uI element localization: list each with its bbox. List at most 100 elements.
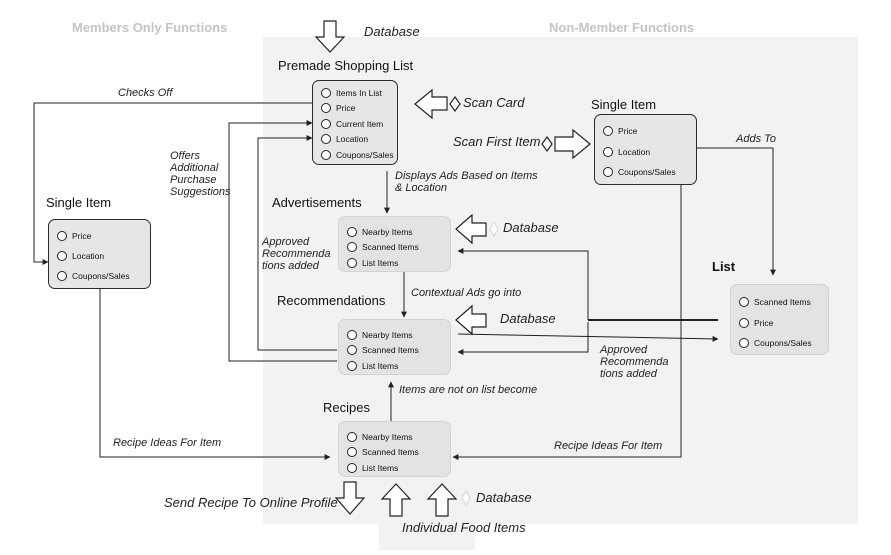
- list-option[interactable]: Coupons/Sales: [739, 333, 812, 354]
- single-item-left-option[interactable]: Price: [57, 226, 130, 246]
- list-box: Scanned Items Price Coupons/Sales: [730, 284, 829, 355]
- database-ads-label: Database: [503, 220, 559, 235]
- premade-list-option[interactable]: Items In List: [321, 85, 394, 101]
- advertisements-option[interactable]: Scanned Items: [347, 240, 419, 256]
- recipe-ideas-right-label: Recipe Ideas For Item: [554, 440, 663, 452]
- members-section-header: Members Only Functions: [72, 20, 228, 35]
- top-database-label: Database: [364, 24, 420, 39]
- offers-suggestions-label: Offers Additional Purchase Suggestions: [170, 150, 231, 198]
- radio-icon: [321, 134, 331, 145]
- premade-list-option[interactable]: Price: [321, 101, 394, 117]
- single-item-left-box: Price Location Coupons/Sales: [48, 219, 151, 289]
- radio-icon: [603, 146, 613, 157]
- recipes-box: Nearby Items Scanned Items List Items: [338, 421, 451, 477]
- radio-icon: [347, 462, 357, 473]
- single-item-right-option[interactable]: Coupons/Sales: [603, 162, 676, 183]
- advertisements-option[interactable]: Nearby Items: [347, 224, 419, 240]
- diamond-scan-first-item: [541, 135, 553, 153]
- database-bottom-label: Database: [476, 490, 532, 505]
- radio-icon: [321, 103, 331, 114]
- single-item-right-option[interactable]: Location: [603, 142, 676, 163]
- radio-icon: [739, 338, 749, 349]
- recipes-option[interactable]: Nearby Items: [347, 429, 419, 445]
- radio-icon: [347, 242, 357, 253]
- radio-icon: [57, 271, 67, 281]
- recommendations-option[interactable]: Scanned Items: [347, 343, 419, 359]
- premade-list-title: Premade Shopping List: [278, 58, 414, 73]
- arrow-scan-card: [414, 88, 448, 120]
- radio-icon: [603, 126, 613, 137]
- database-rec-label: Database: [500, 311, 556, 326]
- recommendations-option[interactable]: List Items: [347, 358, 419, 374]
- connector-offers-suggestions: [228, 120, 337, 362]
- radio-icon: [321, 149, 331, 160]
- recipes-option[interactable]: Scanned Items: [347, 445, 419, 461]
- diamond-database-ads: [489, 220, 499, 238]
- arrow-database-top: [314, 20, 346, 53]
- radio-icon: [347, 257, 357, 268]
- items-not-on-list-label: Items are not on list become: [399, 384, 538, 396]
- radio-icon: [739, 297, 749, 308]
- arrow-send-recipe: [334, 481, 366, 515]
- radio-icon: [347, 360, 357, 371]
- contextual-ads-label: Contextual Ads go into: [411, 287, 522, 299]
- arrow-database-rec: [455, 304, 487, 336]
- connector-checks-off: [33, 102, 312, 265]
- adds-to-label: Adds To: [736, 133, 776, 145]
- approved-left-label: Approved Recommenda tions added: [262, 236, 331, 272]
- connector-list-to-rec: [457, 322, 589, 355]
- diamond-scan-card: [449, 95, 461, 113]
- premade-list-option[interactable]: Current Item: [321, 116, 394, 132]
- connector-list-to-ads: [457, 248, 589, 320]
- premade-list-option[interactable]: Coupons/Sales: [321, 147, 394, 163]
- nonmembers-section-header: Non-Member Functions: [549, 20, 695, 35]
- arrow-scan-first-item: [554, 128, 591, 160]
- advertisements-title: Advertisements: [272, 195, 362, 210]
- radio-icon: [603, 167, 613, 178]
- connector-recipe-ideas-left: [99, 289, 331, 460]
- recipes-option[interactable]: List Items: [347, 460, 419, 476]
- arrow-database-ads: [455, 213, 487, 245]
- premade-list-box: Items In List Price Current Item Locatio…: [312, 80, 398, 165]
- scan-card-label: Scan Card: [463, 95, 525, 110]
- list-option[interactable]: Scanned Items: [739, 292, 812, 313]
- displays-ads-label: Displays Ads Based on Items & Location: [395, 170, 538, 194]
- radio-icon: [347, 226, 357, 237]
- recipe-ideas-left-label: Recipe Ideas For Item: [113, 437, 222, 449]
- non-member-region-tab: [379, 520, 475, 550]
- single-item-left-option[interactable]: Location: [57, 246, 130, 266]
- list-option[interactable]: Price: [739, 313, 812, 334]
- approved-right-label: Approved Recommenda tions added: [600, 344, 669, 380]
- scan-first-item-label: Scan First Item: [453, 134, 541, 149]
- connector-approved-left: [257, 135, 337, 351]
- connector-recipe-ideas-right: [452, 185, 682, 460]
- list-title: List: [712, 259, 736, 274]
- radio-icon: [347, 329, 357, 340]
- radio-icon: [347, 345, 357, 356]
- single-item-right-box: Price Location Coupons/Sales: [594, 114, 697, 185]
- recommendations-option[interactable]: Nearby Items: [347, 327, 419, 343]
- radio-icon: [347, 431, 357, 442]
- radio-icon: [57, 251, 67, 261]
- recommendations-title: Recommendations: [277, 293, 386, 308]
- diamond-database-bottom: [461, 489, 471, 507]
- send-recipe-label: Send Recipe To Online Profile: [164, 495, 338, 510]
- single-item-left-option[interactable]: Coupons/Sales: [57, 266, 130, 286]
- checks-off-label: Checks Off: [118, 87, 173, 99]
- single-item-right-option[interactable]: Price: [603, 121, 676, 142]
- connector-adds-to: [697, 147, 776, 276]
- connector-rec-to-list: [457, 333, 719, 342]
- radio-icon: [739, 317, 749, 328]
- radio-icon: [57, 231, 67, 241]
- arrow-individual-food-1: [380, 483, 412, 517]
- advertisements-box: Nearby Items Scanned Items List Items: [338, 216, 451, 272]
- recipes-title: Recipes: [323, 400, 370, 415]
- radio-icon: [347, 447, 357, 458]
- individual-food-label: Individual Food Items: [402, 520, 526, 535]
- advertisements-option[interactable]: List Items: [347, 255, 419, 271]
- premade-list-option[interactable]: Location: [321, 132, 394, 148]
- single-item-left-title: Single Item: [46, 195, 112, 210]
- radio-icon: [321, 87, 331, 98]
